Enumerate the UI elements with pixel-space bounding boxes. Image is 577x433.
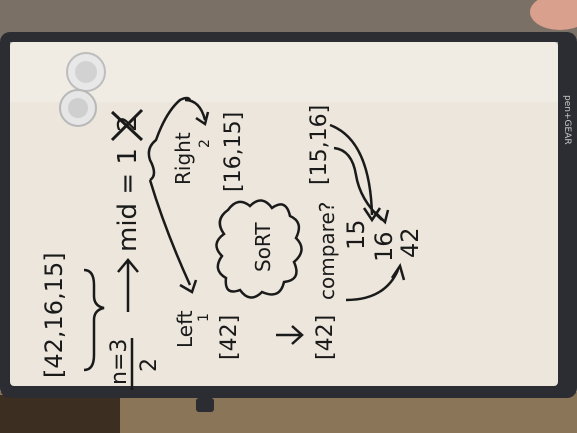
cross-out-mark — [110, 108, 144, 142]
right-count-text: 2 — [197, 139, 213, 148]
compare-label-text: compare? — [315, 202, 339, 300]
arrow-left-down — [276, 325, 304, 345]
arrow-to-right — [184, 98, 210, 127]
brace-mark — [83, 268, 105, 372]
mid-label-text: mid = 1 — [113, 148, 143, 252]
left-array-text: [42] — [217, 315, 242, 360]
left-count-text: 1 — [196, 313, 212, 322]
split-brace — [147, 96, 192, 182]
n-label-text: n=3 — [107, 339, 132, 385]
merge-arrow-3 — [345, 263, 406, 302]
merged-1-text: 15 — [342, 219, 370, 250]
half-label-text: 2 — [137, 358, 162, 372]
sort-label-text: SoRT — [251, 222, 275, 272]
magnet-bottom — [59, 89, 97, 127]
floor-shadow — [0, 395, 120, 433]
board-surface — [10, 42, 558, 386]
merged-3-text: 42 — [396, 227, 424, 258]
right-array-text: [16,15] — [221, 112, 246, 192]
skin-patch — [530, 0, 577, 30]
brand-label: pen+GEAR — [562, 95, 572, 145]
arrow-to-mid — [117, 258, 139, 312]
merged-2-text: 16 — [370, 231, 398, 262]
input-array-text: [42,16,15] — [40, 252, 68, 378]
sorted-right-text: [15,16] — [307, 105, 332, 185]
right-label-text: Right — [171, 132, 195, 185]
sort-cloud — [215, 199, 303, 299]
merge-arrow-1 — [329, 123, 382, 223]
left-label-text: Left — [173, 310, 197, 348]
left-sorted-text: [42] — [313, 315, 338, 360]
merge-arrow-2 — [333, 146, 390, 225]
frame-clip — [196, 398, 214, 412]
magnet-top — [66, 52, 106, 92]
handwriting-group: [42,16,15] n=3 2 mid = 1 2 Right — [40, 96, 424, 390]
arrow-to-left — [148, 179, 198, 294]
